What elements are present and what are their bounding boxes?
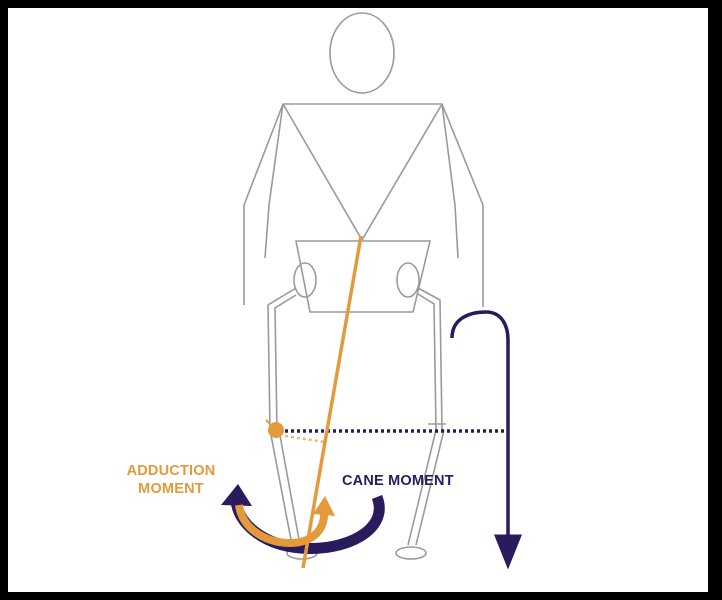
ground-reaction-force-line — [303, 236, 361, 568]
left-arm-outline — [269, 104, 283, 205]
cane-moment-label: CANE MOMENT — [342, 472, 454, 490]
head-outline — [330, 13, 394, 93]
knee-joint-icon — [268, 422, 284, 438]
adduction-label-line2: MOMENT — [115, 480, 227, 498]
right-hip-joint-icon — [397, 263, 419, 297]
adduction-moment-arm-line — [285, 436, 325, 442]
right-thigh-inner — [418, 294, 436, 430]
left-hip-joint-icon — [294, 263, 316, 297]
left-forearm-outline — [265, 205, 269, 258]
adduction-label-line1: ADDUCTION — [115, 462, 227, 480]
diagram-frame: ADDUCTION MOMENT CANE MOMENT — [8, 8, 708, 592]
right-forearm-outline — [455, 205, 458, 258]
left-thigh-outline — [268, 288, 296, 430]
cane-biomechanics-figure — [8, 8, 708, 592]
torso-inner-lines — [283, 104, 442, 240]
right-thigh-outline — [418, 288, 442, 430]
torso-outline — [244, 104, 483, 307]
left-thigh-inner — [275, 295, 296, 430]
adduction-moment-label: ADDUCTION MOMENT — [115, 462, 227, 498]
right-foot-outline — [396, 547, 426, 559]
